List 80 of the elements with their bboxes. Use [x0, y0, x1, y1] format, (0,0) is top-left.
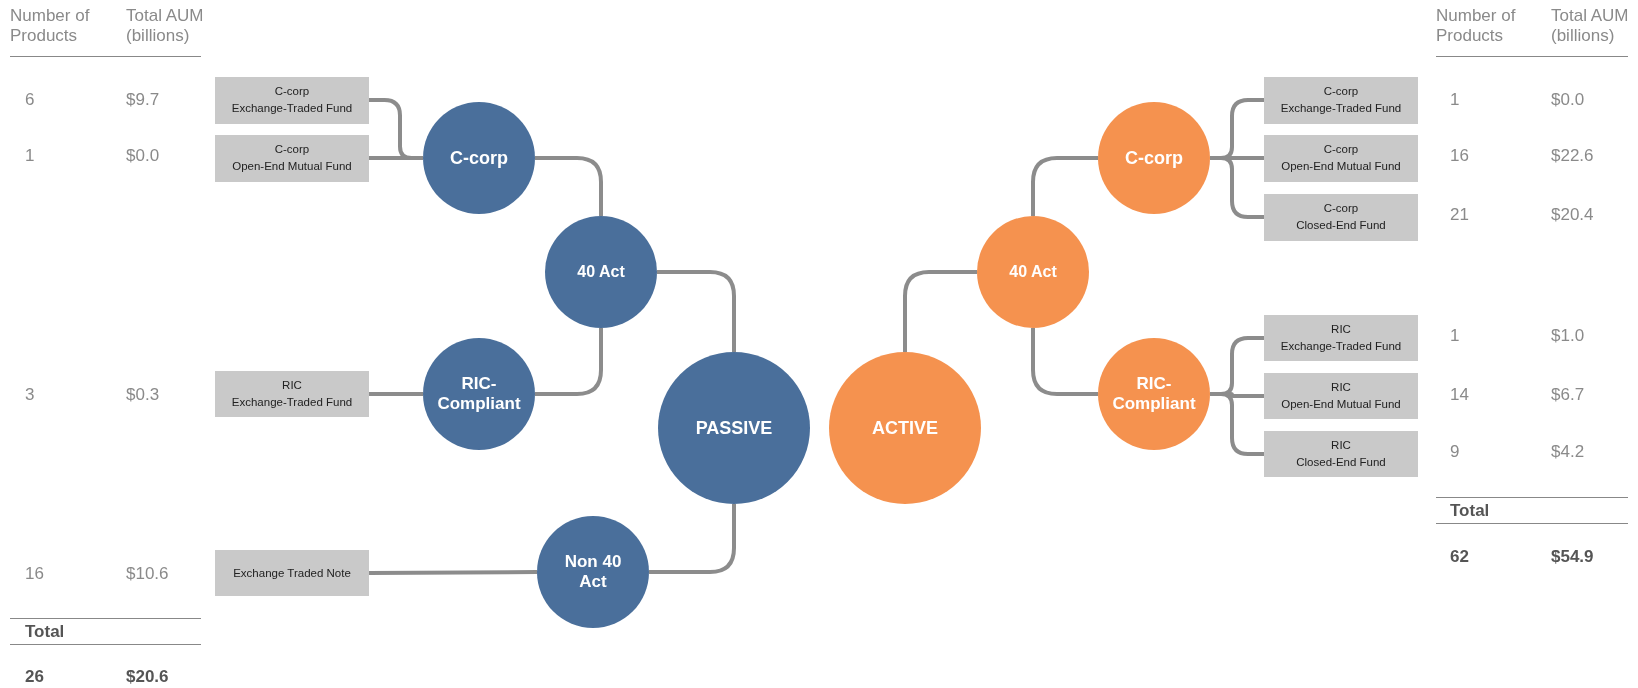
structure-label: RIC — [1331, 322, 1351, 338]
column-header: Number of Products — [1436, 6, 1517, 47]
fund-type-label: Closed-End Fund — [1296, 455, 1386, 470]
fund-type-label: Open-End Mutual Fund — [1281, 397, 1401, 412]
table-value: $0.3 — [126, 385, 160, 406]
fund-type-label: Exchange Traded Note — [233, 565, 351, 581]
structure-label: RIC — [1331, 380, 1351, 396]
table-value: 16 — [1450, 146, 1469, 167]
table-value: 6 — [25, 90, 35, 111]
table-value: $1.0 — [1551, 326, 1585, 347]
fund-type-label: Closed-End Fund — [1296, 218, 1386, 233]
category-label: RIC- Compliant — [436, 374, 522, 414]
connector-line — [649, 504, 736, 574]
structure-label: RIC — [1331, 438, 1351, 454]
connector-line — [535, 156, 603, 216]
connector-line — [1031, 328, 1098, 396]
table-value: $6.7 — [1551, 385, 1585, 406]
table-value: $4.2 — [1551, 442, 1585, 463]
category-label: C-corp — [450, 147, 508, 169]
category-label: ACTIVE — [872, 417, 938, 439]
structure-label: C-corp — [1323, 84, 1359, 100]
total-label: Total — [1450, 501, 1490, 522]
structure-label: C-corp — [1323, 201, 1359, 217]
table-value: $20.4 — [1551, 205, 1594, 226]
connector-line — [657, 270, 736, 352]
fund-type-box — [1264, 315, 1418, 361]
column-header: Total AUM (billions) — [126, 6, 205, 47]
table-value: 3 — [25, 385, 35, 406]
category-label: 40 Act — [577, 262, 625, 282]
table-value: 1 — [1450, 326, 1460, 347]
category-label: PASSIVE — [695, 417, 773, 439]
total-value: $20.6 — [126, 667, 169, 688]
connector-line — [1210, 392, 1264, 456]
fund-type-box — [1264, 76, 1418, 124]
fund-type-box — [1264, 193, 1418, 241]
total-value: $54.9 — [1551, 547, 1594, 568]
fund-type-box — [215, 134, 369, 182]
fund-type-box — [215, 76, 369, 124]
table-value: 21 — [1450, 205, 1469, 226]
fund-type-label: Open-End Mutual Fund — [1281, 159, 1401, 174]
fund-type-box — [1264, 134, 1418, 182]
table-value: $0.0 — [126, 146, 160, 167]
table-value: $22.6 — [1551, 146, 1594, 167]
table-value: 1 — [1450, 90, 1460, 111]
connector-line — [903, 270, 977, 352]
structure-label: RIC — [282, 378, 302, 394]
column-header: Number of Products — [10, 6, 91, 47]
connector-line — [1210, 156, 1264, 219]
category-label: 40 Act — [1009, 262, 1057, 282]
table-value: $0.0 — [1551, 90, 1585, 111]
connector-line — [369, 392, 423, 396]
fund-type-box — [1264, 373, 1418, 419]
total-label: Total — [25, 622, 65, 643]
connector-line — [1031, 156, 1098, 216]
table-value: 16 — [25, 564, 44, 585]
connector-line — [369, 156, 423, 160]
table-value: $10.6 — [126, 564, 169, 585]
structure-label: C-corp — [1323, 142, 1359, 158]
fund-type-box — [215, 371, 369, 417]
fund-type-box — [215, 550, 369, 596]
connector-line — [369, 570, 537, 575]
fund-type-label: Exchange-Traded Fund — [231, 101, 353, 116]
category-label: RIC- Compliant — [1111, 374, 1197, 414]
total-value: 26 — [25, 667, 44, 688]
column-header: Total AUM (billions) — [1551, 6, 1630, 47]
fund-type-box — [1264, 431, 1418, 477]
table-value: $9.7 — [126, 90, 160, 111]
table-value: 1 — [25, 146, 35, 167]
fund-type-label: Exchange-Traded Fund — [231, 395, 353, 410]
category-label: Non 40 Act — [563, 552, 623, 592]
structure-label: C-corp — [274, 142, 310, 158]
table-value: 9 — [1450, 442, 1460, 463]
total-value: 62 — [1450, 547, 1469, 568]
table-value: 14 — [1450, 385, 1469, 406]
category-label: C-corp — [1125, 147, 1183, 169]
connector-line — [535, 328, 603, 396]
fund-type-label: Exchange-Traded Fund — [1280, 339, 1402, 354]
fund-type-label: Exchange-Traded Fund — [1280, 101, 1402, 116]
structure-label: C-corp — [274, 84, 310, 100]
fund-type-label: Open-End Mutual Fund — [232, 159, 352, 174]
